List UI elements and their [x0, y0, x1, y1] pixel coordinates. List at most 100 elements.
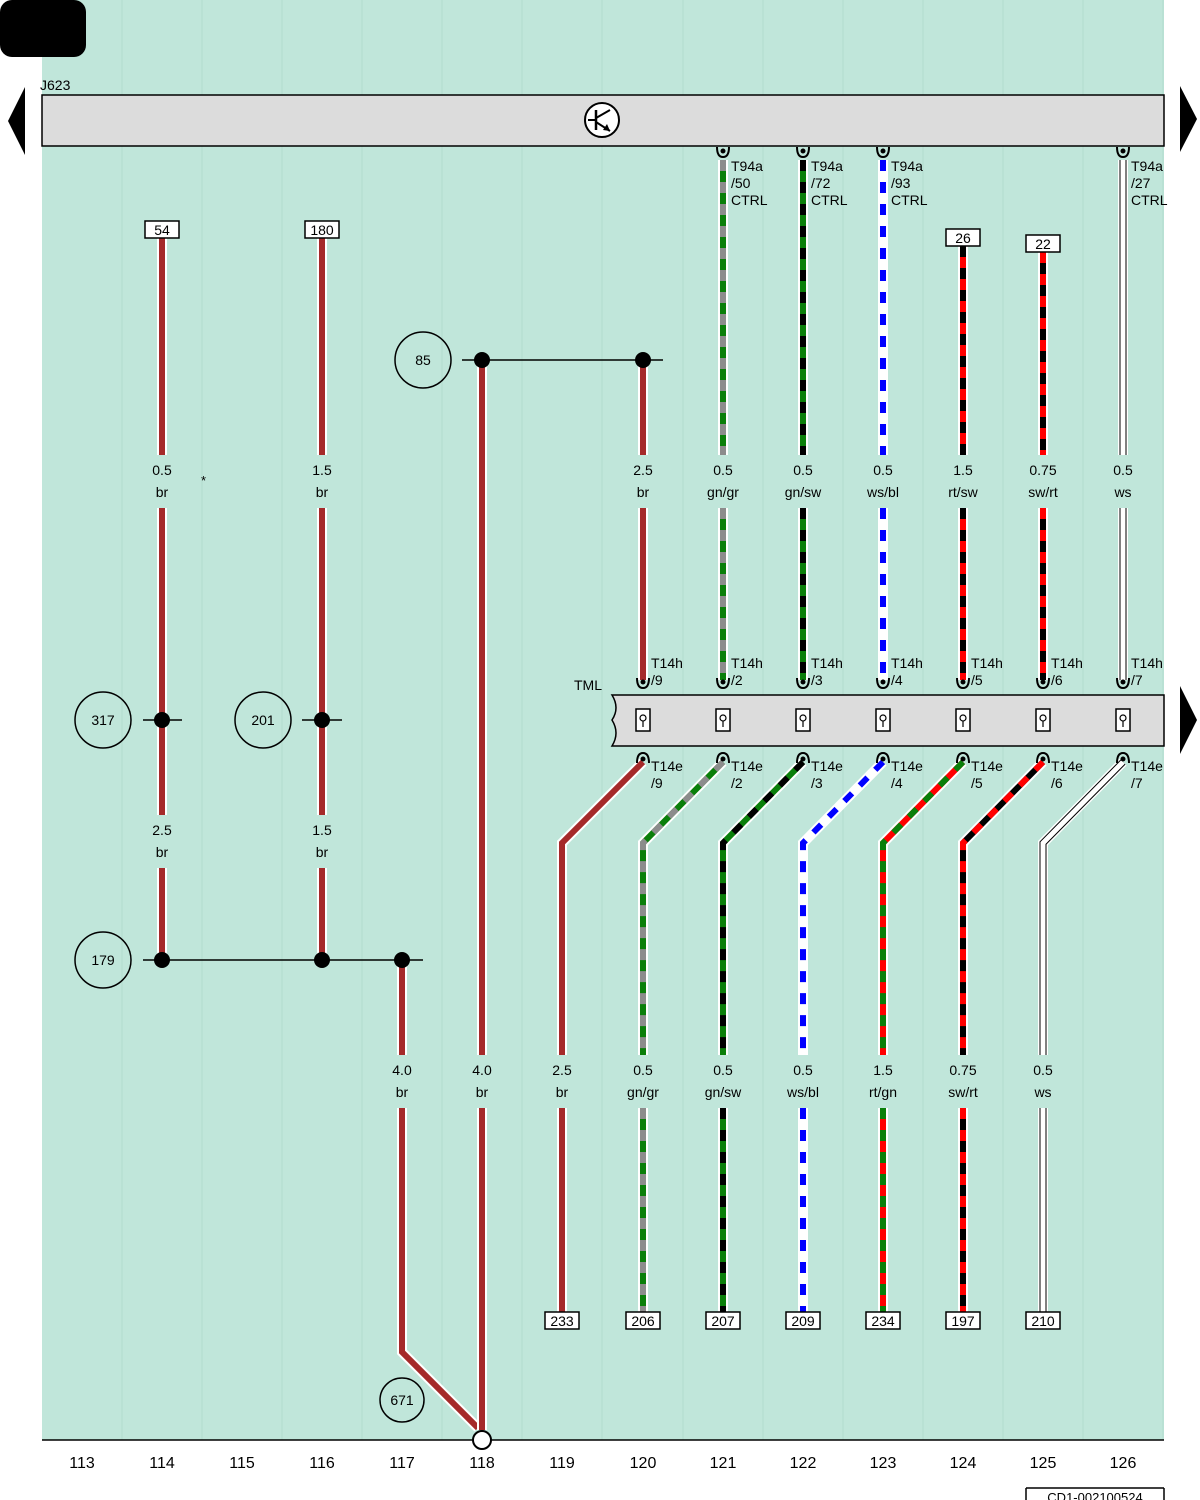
- pin-sub-label: /27: [1131, 175, 1151, 191]
- svg-text:22: 22: [1035, 236, 1051, 252]
- pin-sub-label: /6: [1051, 775, 1063, 791]
- wire-color-label: br: [476, 1084, 489, 1100]
- column-number: 123: [870, 1455, 897, 1472]
- pin-label: T14h: [971, 655, 1003, 671]
- junction-dot: [394, 952, 410, 968]
- node-circles: 85 317 201 179 671: [74, 331, 452, 1423]
- arrow-right-icon[interactable]: [1180, 686, 1197, 754]
- wire-121-bottom-a: [718, 758, 807, 1055]
- wire-gauge-label: 0.75: [949, 1062, 976, 1078]
- ref-box-233[interactable]: 233: [544, 1311, 580, 1330]
- pin-sub-label: /72: [811, 175, 831, 191]
- column-number: 118: [469, 1455, 495, 1472]
- pin-sub-label: /9: [651, 672, 663, 688]
- pin-fork-icon: [876, 677, 890, 690]
- wire-gauge-label: 0.5: [633, 1062, 653, 1078]
- ref-box-234[interactable]: 234: [865, 1311, 901, 1330]
- wire-color-label: br: [316, 844, 329, 860]
- pin-label: T14h: [891, 655, 923, 671]
- ref-box-180[interactable]: 180: [304, 220, 340, 239]
- tml-bottom-pin-labels: T14e /9 T14e /2 T14e /3 T14e /4 T14e /5 …: [651, 758, 1163, 791]
- pin-sub-label: /4: [891, 672, 903, 688]
- node-circle-201[interactable]: 201: [234, 691, 292, 749]
- ref-box-206[interactable]: 206: [625, 1311, 661, 1330]
- wire-119-bottom-a: [557, 758, 647, 1055]
- wire-gauge-label: 1.5: [312, 462, 332, 478]
- ground-terminal: [472, 1430, 492, 1450]
- wire-color-label: rt/gn: [869, 1084, 897, 1100]
- column-number: 124: [950, 1455, 977, 1472]
- pin-type-label: CTRL: [811, 192, 848, 208]
- wire-120-bottom-a: [638, 758, 727, 1055]
- pin-sub-label: /3: [811, 672, 823, 688]
- pin-sub-label: /7: [1131, 775, 1143, 791]
- svg-text:180: 180: [310, 222, 334, 238]
- svg-text:26: 26: [955, 230, 971, 246]
- pin-fork-icon: [1116, 751, 1130, 764]
- wire-gauge-label: 1.5: [953, 462, 973, 478]
- column-number: 117: [389, 1455, 415, 1472]
- document-code: CD1-002100524: [1025, 1487, 1165, 1500]
- svg-text:317: 317: [91, 712, 115, 728]
- ref-box-197[interactable]: 197: [945, 1311, 981, 1330]
- ref-box-210[interactable]: 210: [1025, 1311, 1061, 1330]
- ref-box-209[interactable]: 209: [785, 1311, 821, 1330]
- ref-box-26[interactable]: 26: [945, 228, 981, 247]
- ref-box-54[interactable]: 54: [144, 220, 180, 239]
- pin-label: T14e: [891, 758, 923, 774]
- arrow-right-icon[interactable]: [1180, 86, 1197, 152]
- wire-gauge-label: 1.5: [312, 822, 332, 838]
- pin-sub-label: /2: [731, 775, 743, 791]
- node-circle-179[interactable]: 179: [74, 931, 132, 989]
- column-number: 116: [309, 1455, 335, 1472]
- wire-color-label: ws: [1033, 1084, 1051, 1100]
- wire-color-label: br: [156, 484, 169, 500]
- ref-box-22[interactable]: 22: [1025, 234, 1061, 253]
- svg-text:233: 233: [550, 1313, 574, 1329]
- junction-dots: [154, 352, 651, 968]
- pin-label: T94a: [891, 158, 923, 174]
- wires: [157, 160, 1128, 1432]
- wire-gauge-label: 0.75: [1029, 462, 1056, 478]
- svg-text:209: 209: [791, 1313, 815, 1329]
- junction-dot: [154, 712, 170, 728]
- pin-label: T94a: [811, 158, 843, 174]
- pin-label: T94a: [731, 158, 763, 174]
- pin-fork-icon: [796, 751, 810, 764]
- pin-label: T14e: [811, 758, 843, 774]
- corner-tab: [0, 0, 86, 57]
- pin-sub-label: /3: [811, 775, 823, 791]
- wire-color-label: br: [316, 484, 329, 500]
- wire-122-bottom-a: [798, 758, 887, 1055]
- wire-color-label: ws: [1113, 484, 1131, 500]
- svg-text:85: 85: [415, 352, 431, 368]
- node-circle-671[interactable]: 671: [379, 1377, 425, 1423]
- wire-gauge-label: 1.5: [873, 1062, 893, 1078]
- ref-box-207[interactable]: 207: [705, 1311, 741, 1330]
- tml-label: TML: [574, 677, 602, 693]
- pin-label: T14e: [1051, 758, 1083, 774]
- node-circle-317[interactable]: 317: [74, 691, 132, 749]
- junction-dot: [474, 352, 490, 368]
- pin-fork-icon: [716, 146, 730, 159]
- wire-color-label: gn/sw: [785, 484, 822, 500]
- pin-hooks: [636, 146, 1130, 764]
- pin-sub-label: /5: [971, 672, 983, 688]
- pin-fork-icon: [1036, 677, 1050, 690]
- arrow-left-icon[interactable]: [8, 87, 25, 155]
- document-code-text: CD1-002100524: [1047, 1490, 1142, 1500]
- pin-sub-label: /93: [891, 175, 911, 191]
- wire-gauge-label: 2.5: [552, 1062, 572, 1078]
- pin-label: T14h: [1051, 655, 1083, 671]
- wire-color-label: ws/bl: [786, 1084, 819, 1100]
- junction-dot: [154, 952, 170, 968]
- pin-fork-icon: [1116, 146, 1130, 159]
- column-number: 115: [229, 1455, 255, 1472]
- column-number: 119: [549, 1455, 575, 1472]
- node-circle-85[interactable]: 85: [394, 331, 452, 389]
- pin-label: T14e: [1131, 758, 1163, 774]
- wire-gauge-label: 0.5: [1033, 1062, 1053, 1078]
- wire-gauge-label: 0.5: [793, 1062, 813, 1078]
- pin-fork-icon: [876, 751, 890, 764]
